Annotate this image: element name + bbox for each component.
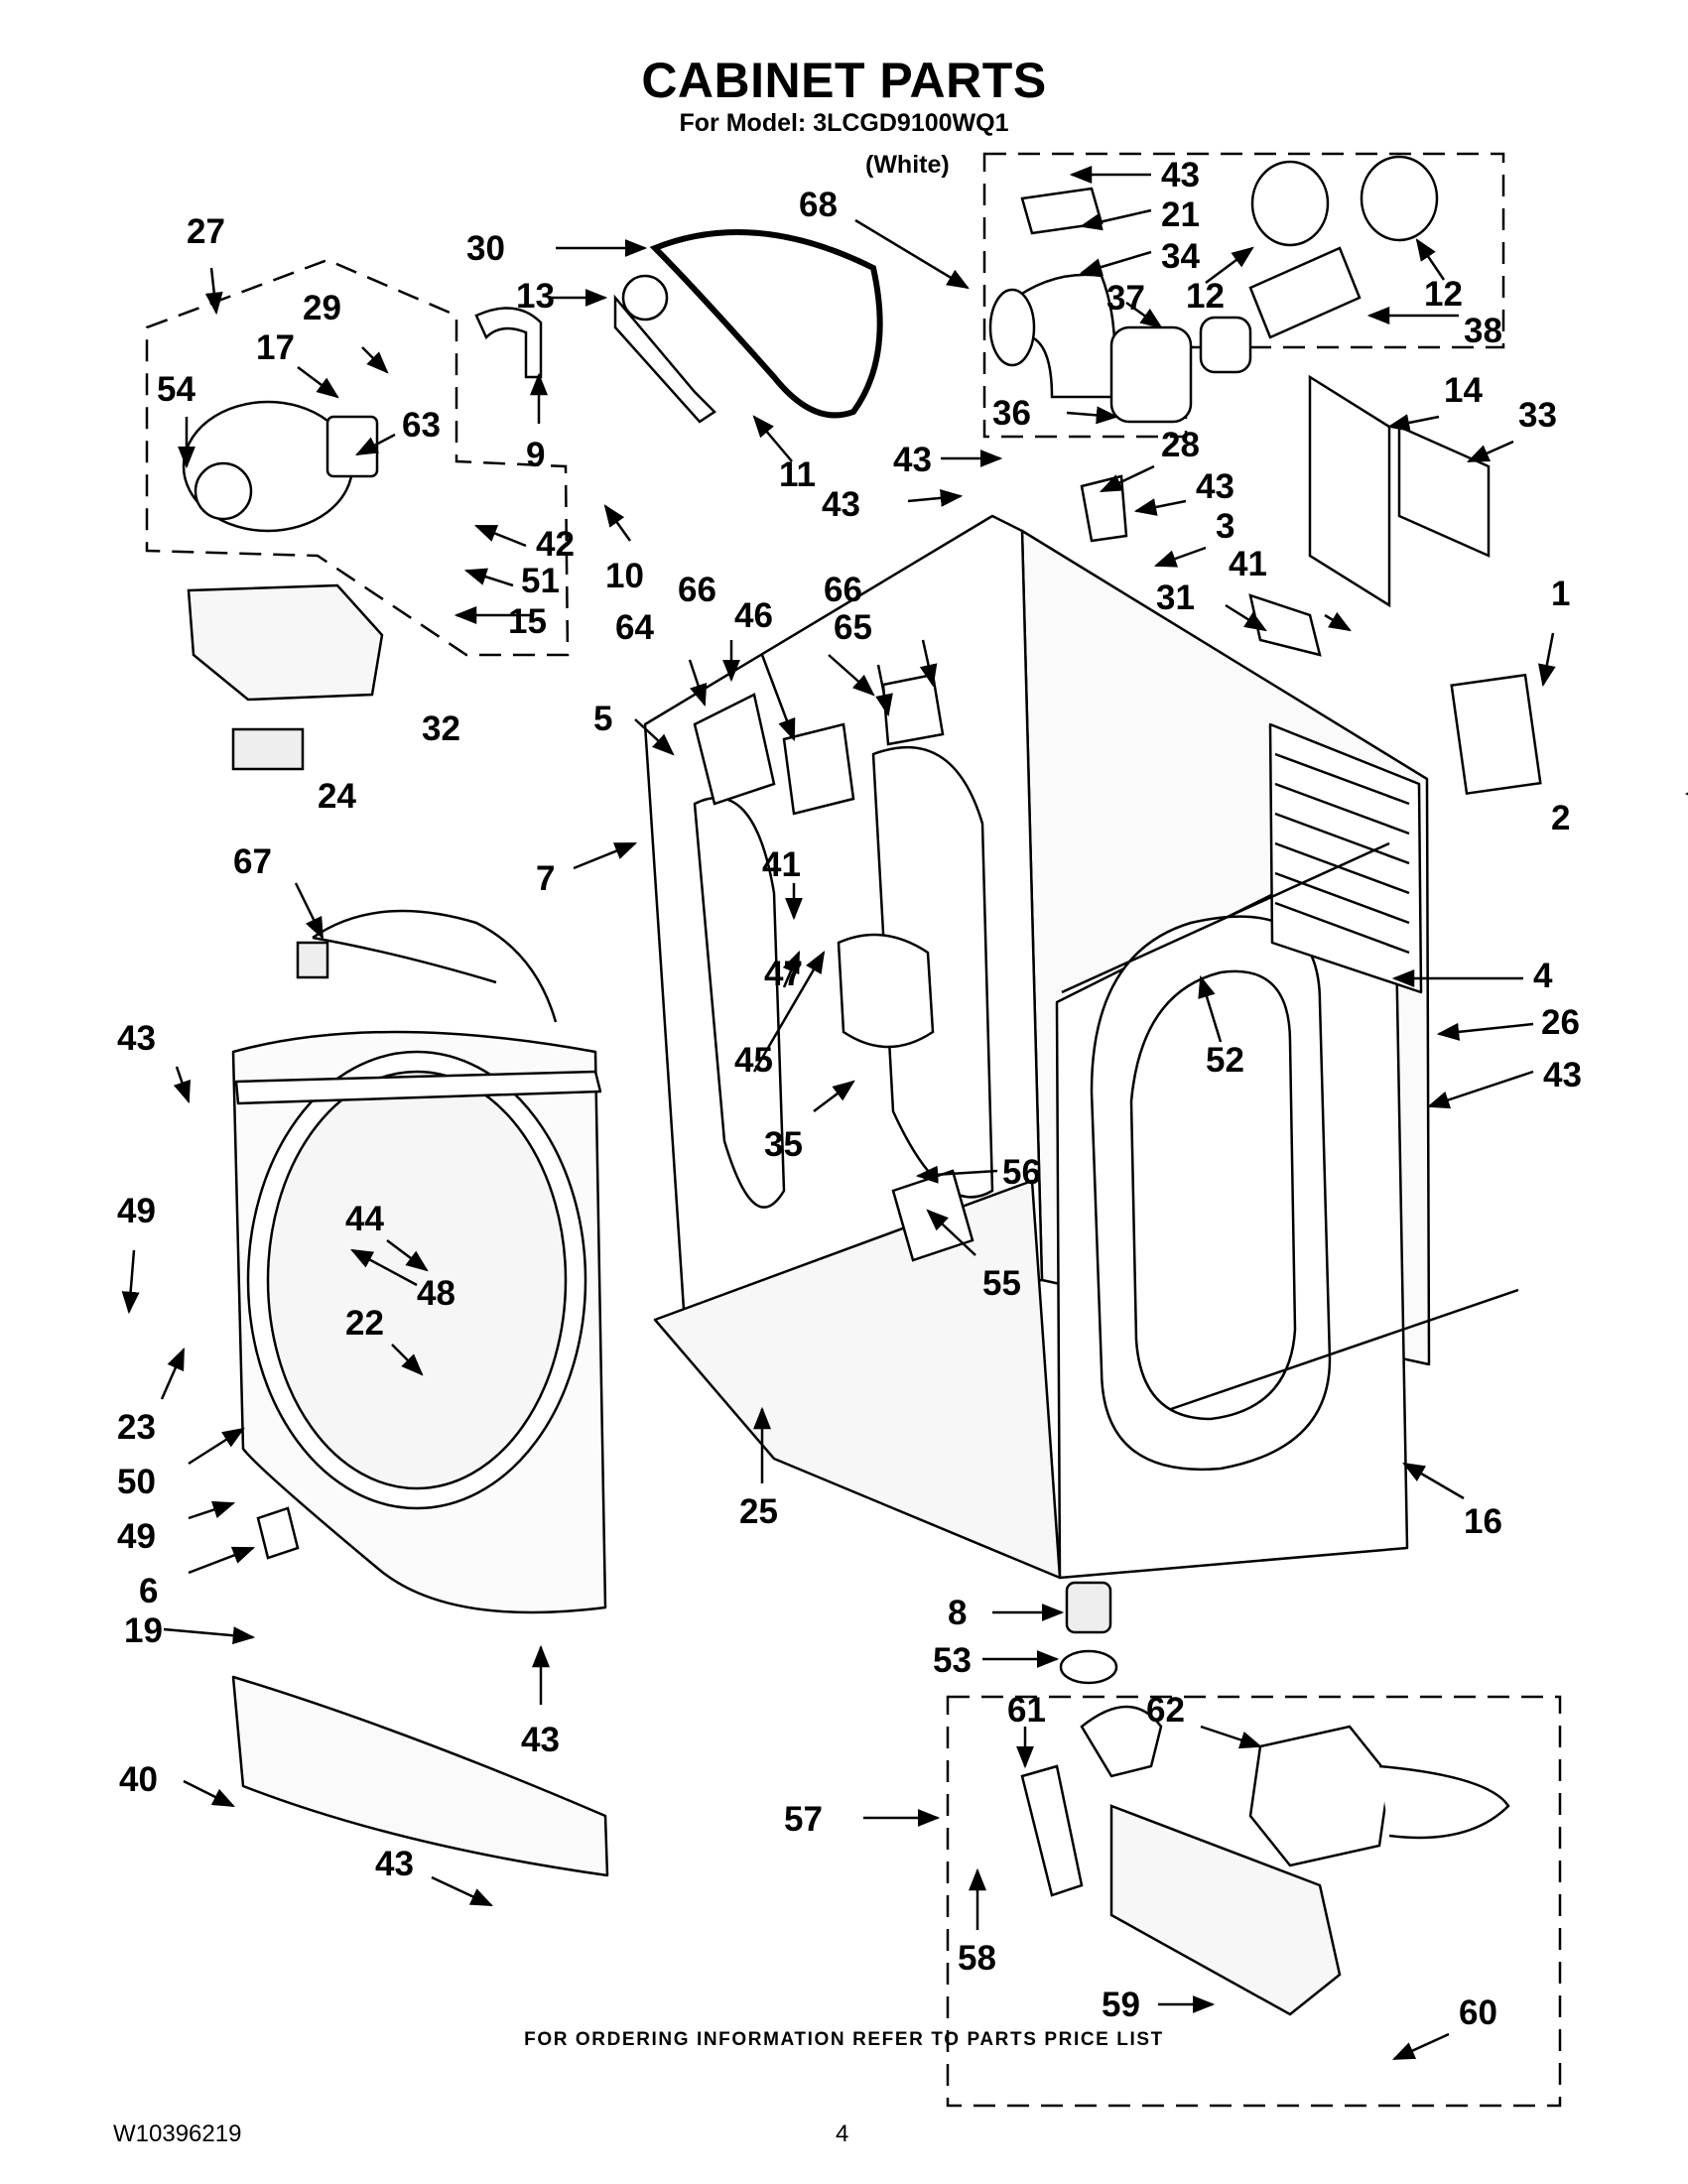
motor-group-box xyxy=(145,258,570,657)
callout-number: 59 xyxy=(1102,1986,1140,2024)
callout-number: 38 xyxy=(1464,312,1502,350)
callout-number: 6 xyxy=(139,1572,158,1610)
callout-number: 35 xyxy=(764,1125,803,1164)
callout-number: 10 xyxy=(605,557,644,595)
callout-number: 15 xyxy=(508,602,547,641)
callout-number: 12 xyxy=(1424,275,1463,314)
callout-number: 62 xyxy=(1146,1691,1185,1730)
document-number: W10396219 xyxy=(113,2120,242,2147)
callout-number: 23 xyxy=(117,1408,156,1447)
callout-number: 37 xyxy=(1106,279,1145,318)
callout-number: 8 xyxy=(948,1594,967,1632)
callout-number: 41 xyxy=(762,845,801,884)
ordering-note: FOR ORDERING INFORMATION REFER TO PARTS … xyxy=(524,2029,1164,2050)
callout-number: 44 xyxy=(345,1200,384,1238)
model-color: (White) xyxy=(865,151,950,179)
callout-number: 31 xyxy=(1156,578,1195,617)
top-panel-strip xyxy=(234,1070,602,1105)
callout-number: 43 xyxy=(1543,1056,1582,1094)
callout-number: 56 xyxy=(1002,1153,1041,1192)
idler-pulley xyxy=(613,294,716,424)
toe-panel xyxy=(231,1675,609,1877)
callout-number: 5 xyxy=(593,700,612,738)
callout-number: 43 xyxy=(822,485,860,524)
callout-number: 66 xyxy=(824,571,862,609)
callout-number: 1 xyxy=(1551,575,1570,613)
callout-number: 43 xyxy=(521,1721,560,1759)
burner-tube xyxy=(1109,1804,1342,2016)
callout-number: 43 xyxy=(375,1845,414,1883)
callout-number: 66 xyxy=(678,571,716,609)
callout-number: 41 xyxy=(1229,545,1267,583)
callout-number: 63 xyxy=(402,406,441,445)
callout-number: 17 xyxy=(256,328,295,367)
callout-number: 12 xyxy=(1186,277,1225,316)
callout-number: 2 xyxy=(1551,799,1570,837)
callout-number: 42 xyxy=(536,525,575,564)
callout-number: 3 xyxy=(1216,507,1234,546)
callout-number: 9 xyxy=(526,436,545,474)
callout-number: 27 xyxy=(187,212,225,251)
callout-number: 43 xyxy=(1196,467,1234,506)
callout-number: 4 xyxy=(1533,957,1553,995)
callout-number: 54 xyxy=(157,370,195,409)
callout-number: 34 xyxy=(1161,237,1200,276)
callout-number: 64 xyxy=(615,608,654,647)
callout-number: 21 xyxy=(1161,195,1200,234)
drive-belt xyxy=(649,229,883,419)
callout-number: 48 xyxy=(417,1274,455,1313)
callout-number: 65 xyxy=(834,608,872,647)
callout-number: 43 xyxy=(1161,156,1200,194)
callout-number: 53 xyxy=(933,1641,972,1680)
callout-number: 14 xyxy=(1444,371,1483,410)
callout-number: 25 xyxy=(739,1492,778,1531)
callout-number: 26 xyxy=(1541,1003,1580,1042)
callout-number: 11 xyxy=(779,455,816,494)
gas-valve-group-box xyxy=(946,1695,1562,2108)
callout-number: 36 xyxy=(992,394,1031,433)
callout-number: 7 xyxy=(536,859,555,898)
callout-number: 43 xyxy=(117,1019,156,1058)
callout-number: 51 xyxy=(521,562,560,600)
callout-number: 28 xyxy=(1161,426,1200,464)
callout-number: 67 xyxy=(233,842,272,881)
motor-mount xyxy=(187,583,384,702)
callout-number: 43 xyxy=(893,441,932,479)
callout-number: 49 xyxy=(117,1517,156,1556)
page-title: CABINET PARTS xyxy=(641,53,1047,108)
callout-number: 45 xyxy=(734,1041,773,1080)
page-number: 4 xyxy=(836,2120,849,2147)
callout-number: 32 xyxy=(422,709,460,748)
callout-number: 60 xyxy=(1459,1993,1497,2032)
callout-number: 68 xyxy=(799,186,838,224)
model-line: For Model: 3LCGD9100WQ1 xyxy=(679,109,1009,137)
callout-number: 16 xyxy=(1464,1502,1502,1541)
callout-number: 61 xyxy=(1007,1691,1046,1730)
callout-number: 50 xyxy=(117,1463,156,1501)
callout-number: 29 xyxy=(303,289,341,327)
callout-number: 46 xyxy=(734,596,773,635)
callout-number: 40 xyxy=(119,1760,158,1799)
callout-number: 58 xyxy=(958,1939,996,1978)
callout-number: 47 xyxy=(764,955,803,993)
callout-number: 33 xyxy=(1518,396,1557,435)
gas-valve xyxy=(1248,1725,1391,1867)
callout-number: 22 xyxy=(345,1304,384,1343)
callout-number: 24 xyxy=(318,777,356,816)
callout-number: 30 xyxy=(466,229,505,268)
callout-number: 49 xyxy=(117,1192,156,1230)
callout-number: 55 xyxy=(982,1264,1021,1303)
callout-number: 13 xyxy=(516,277,555,316)
callout-number: 57 xyxy=(784,1800,823,1839)
callout-number: 19 xyxy=(124,1611,163,1650)
callout-number: 52 xyxy=(1206,1041,1244,1080)
